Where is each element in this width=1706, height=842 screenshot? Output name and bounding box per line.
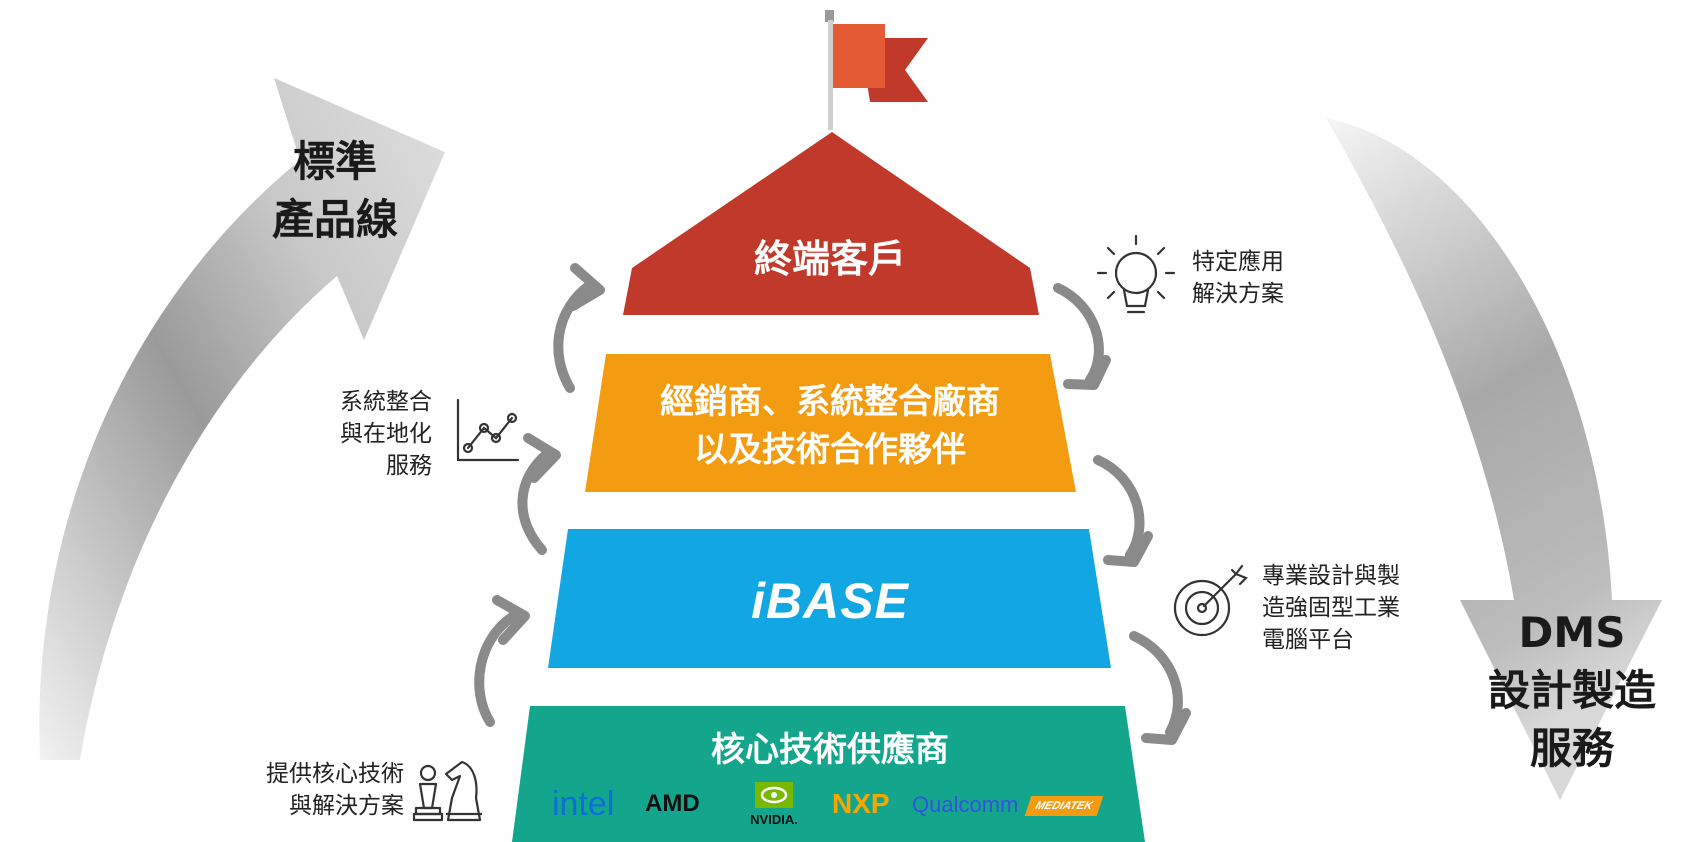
target-icon <box>1173 564 1248 637</box>
standard-products-line1: 標準 <box>292 137 377 186</box>
tier-core-suppliers <box>512 706 1145 842</box>
dms-line2: 設計製造 <box>1487 666 1656 715</box>
design-line3: 電腦平台 <box>1262 627 1354 653</box>
cycle-arrows-left <box>474 263 605 727</box>
tier-end-customers-label: 終端客戶 <box>753 237 906 281</box>
tier-ibase <box>548 529 1111 668</box>
tier-distributors-line1: 經銷商、系統整合廠商 <box>660 382 1000 422</box>
partner-mediatek-logo: MEDIATEK <box>1024 796 1104 816</box>
tier-distributors-label: 經銷商、系統整合廠商 以及技術合作夥伴 <box>600 378 1060 474</box>
solution-line2: 解決方案 <box>1192 281 1284 307</box>
design-line2: 造強固型工業 <box>1262 595 1400 621</box>
right-curved-arrow <box>1326 118 1662 800</box>
tier-core-suppliers-label: 核心技術供應商 <box>711 730 949 770</box>
dms-line3: 服務 <box>1529 724 1614 773</box>
tier-distributors <box>585 354 1076 492</box>
partner-intel-logo: intel <box>552 785 615 823</box>
chart-icon <box>456 398 520 462</box>
solution-line1: 特定應用 <box>1192 249 1284 275</box>
cycle-arrows-right <box>1053 283 1191 745</box>
nvidia-eye-icon <box>755 782 793 808</box>
standard-products-title: 標準 產品線 <box>240 133 430 249</box>
design-line1: 專業設計與製 <box>1262 563 1400 589</box>
core-line1: 提供核心技術 <box>266 761 404 787</box>
integration-line1: 系統整合 <box>340 389 432 415</box>
core-label: 提供核心技術 與解決方案 <box>232 758 404 822</box>
ibase-logo: iBASE <box>751 573 909 629</box>
integration-line3: 服務 <box>386 453 432 479</box>
dms-title: DMS 設計製造 服務 <box>1462 604 1682 778</box>
integration-label: 系統整合 與在地化 服務 <box>300 386 432 482</box>
left-curved-arrow <box>39 78 445 760</box>
tier-distributors-line2: 以及技術合作夥伴 <box>694 430 966 470</box>
design-label: 專業設計與製 造強固型工業 電腦平台 <box>1262 560 1400 656</box>
solution-label: 特定應用 解決方案 <box>1192 246 1284 310</box>
partner-nvidia-label: NVIDIA. <box>750 812 798 827</box>
core-line2: 與解決方案 <box>289 793 404 819</box>
integration-line2: 與在地化 <box>340 421 432 447</box>
lightbulb-icon <box>1096 234 1176 314</box>
standard-products-line2: 產品線 <box>271 195 398 244</box>
flag-icon <box>825 10 928 130</box>
partner-amd-logo: AMD <box>645 790 700 817</box>
chess-icon <box>412 760 482 822</box>
partner-nxp-logo: NXP <box>832 788 890 819</box>
partner-nvidia-logo: NVIDIA. <box>742 782 806 827</box>
partner-qualcomm-logo: Qualcomm <box>912 792 1019 817</box>
dms-line1: DMS <box>1518 608 1626 657</box>
tier-end-customers <box>623 132 1039 315</box>
